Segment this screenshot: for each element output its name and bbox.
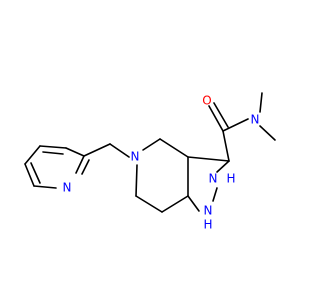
bond-c3-n2 — [216, 160, 230, 173]
bond-pyr-c6-c5-double — [30, 162, 41, 184]
bond-pyr-n1-c6 — [33, 185, 57, 189]
bond-nitrogen-methyl-2 — [259, 125, 276, 141]
molecule-structure-diagram: O N N N N H N H — [0, 0, 300, 300]
bond-n1-c7a — [187, 195, 200, 212]
bond-c3-c3a — [187, 156, 230, 162]
atom-label-pyrazolidine-lower-nitrogen: N — [204, 204, 213, 218]
atom-label-amide-nitrogen: N — [251, 113, 260, 127]
bond-c7-c7a — [161, 195, 189, 213]
atom-label-pyrazolidine-lower-hydrogen: H — [203, 218, 212, 232]
bond-pyr-c4-c3 — [39, 145, 67, 149]
bond-pyr-c2-n1 — [75, 155, 85, 174]
atom-label-piperidine-nitrogen: N — [131, 150, 140, 164]
atom-labels: O N N N N H N H — [63, 94, 260, 232]
atom-label-pyridine-nitrogen: N — [63, 181, 72, 195]
bond-c4-n5 — [142, 138, 161, 151]
bond-ch2-pyridine — [83, 143, 111, 157]
bond-n2-n1 — [212, 187, 218, 202]
bond-c3-carbonyl — [222, 130, 230, 162]
bond-pyr-c6-c5 — [24, 163, 35, 187]
bond-c6-c7 — [135, 195, 163, 213]
bond-carbonyl-oxygen-2 — [213, 102, 229, 128]
atom-label-pyrazolidine-upper-nitrogen: N — [209, 172, 218, 186]
bond-n5-ch2 — [109, 143, 130, 158]
bond-nitrogen-methyl-1 — [259, 92, 263, 113]
bond-pyr-c4-c3-double — [42, 151, 64, 155]
bonds — [24, 92, 276, 213]
canvas-background — [0, 0, 300, 300]
bond-c3a-c4 — [159, 138, 189, 158]
atom-label-oxygen: O — [202, 94, 211, 108]
atom-label-pyrazolidine-upper-hydrogen: H — [226, 172, 235, 186]
bond-n5-c6 — [135, 164, 138, 197]
bond-carbonyl-oxygen-1 — [208, 105, 224, 132]
bond-pyr-c3-c2 — [65, 147, 85, 157]
bond-pyr-c5-c4 — [24, 145, 41, 165]
bond-pyr-c2-n1-double — [81, 159, 90, 175]
bond-carbonyl-nitrogen — [222, 118, 249, 132]
